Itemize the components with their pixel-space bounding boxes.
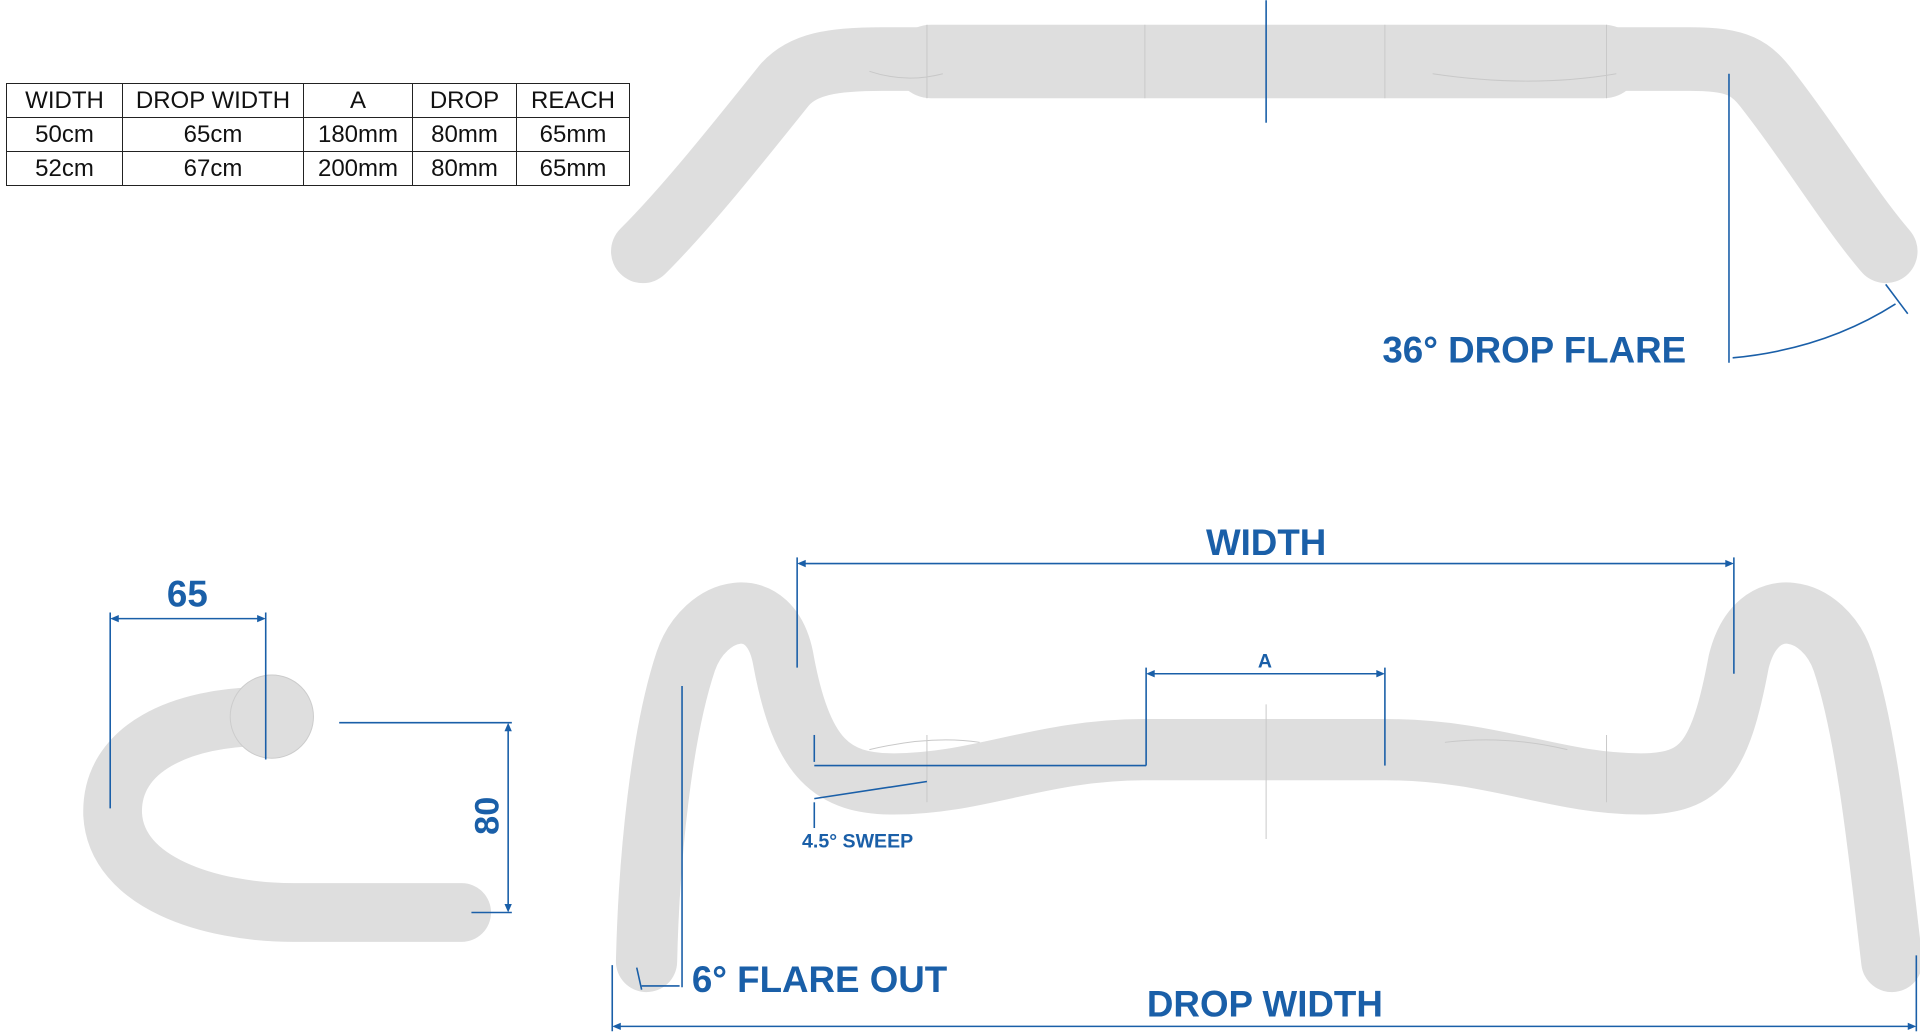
width-label: WIDTH bbox=[1206, 522, 1326, 563]
drop-label: 80 bbox=[468, 797, 506, 835]
header-drop: DROP bbox=[412, 83, 517, 118]
sweep-label: 4.5° SWEEP bbox=[802, 831, 913, 853]
table-row: 52cm 67cm 200mm 80mm 65mm bbox=[6, 151, 630, 186]
cell: 65mm bbox=[516, 117, 630, 152]
reach-label: 65 bbox=[167, 573, 208, 614]
table-row: 50cm 65cm 180mm 80mm 65mm bbox=[6, 117, 630, 152]
table-header-row: WIDTH DROP WIDTH A DROP REACH bbox=[6, 83, 630, 118]
drop-flare-arc bbox=[1732, 303, 1896, 359]
drop-width-label: DROP WIDTH bbox=[1147, 984, 1383, 1025]
handlebar-top-view: 36° DROP FLARE bbox=[611, 0, 1918, 371]
spec-table: WIDTH DROP WIDTH A DROP REACH 50cm 65cm … bbox=[6, 83, 630, 186]
a-label: A bbox=[1258, 651, 1272, 673]
header-drop-width: DROP WIDTH bbox=[122, 83, 304, 118]
handlebar-side-view: 65 80 bbox=[83, 573, 512, 942]
cell: 65mm bbox=[516, 151, 630, 186]
cell: 200mm bbox=[303, 151, 413, 186]
drop-flare-label: 36° DROP FLARE bbox=[1382, 330, 1686, 371]
handlebar-front-view: WIDTH A 4.5° SWEEP 6° FLARE OUT DROP WID… bbox=[611, 522, 1920, 1032]
cell: 67cm bbox=[122, 151, 304, 186]
cell: 65cm bbox=[122, 117, 304, 152]
cell: 80mm bbox=[412, 117, 517, 152]
cell: 80mm bbox=[412, 151, 517, 186]
header-width: WIDTH bbox=[6, 83, 123, 118]
cell: 52cm bbox=[6, 151, 123, 186]
header-a: A bbox=[303, 83, 413, 118]
flare-out-label: 6° FLARE OUT bbox=[692, 959, 948, 1000]
cell: 50cm bbox=[6, 117, 123, 152]
